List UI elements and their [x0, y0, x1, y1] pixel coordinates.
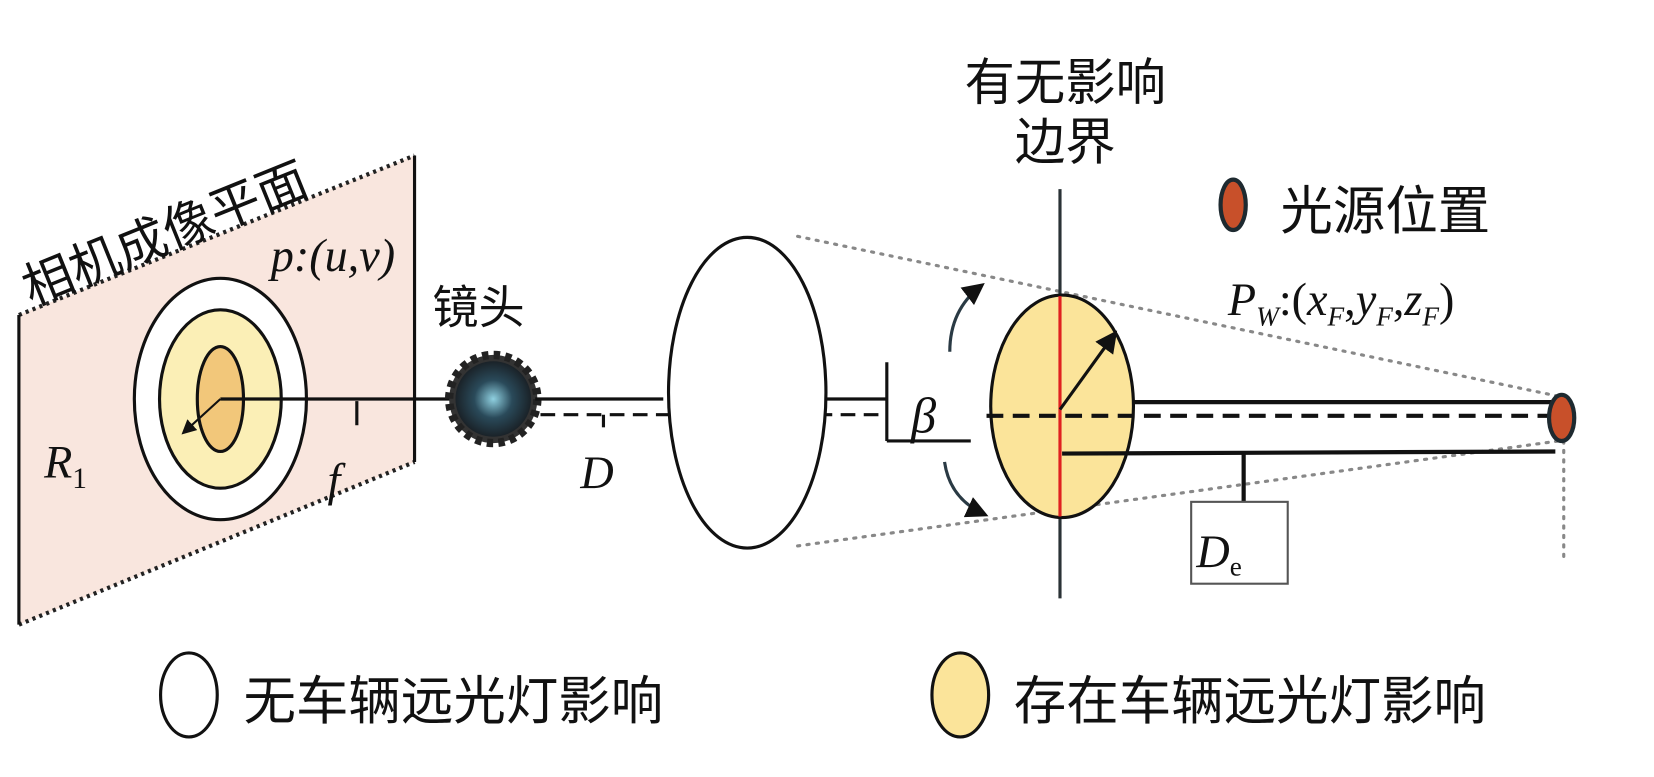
- no-influence-region: [666, 235, 828, 550]
- de-bracket-line: [1062, 449, 1556, 456]
- yellow-ellipse-icon: [930, 651, 991, 739]
- white-ellipse-icon: [158, 651, 219, 739]
- light-source-legend-icon: [1218, 177, 1248, 233]
- light-source-marker: [1546, 392, 1577, 444]
- radius-label: R1: [43, 437, 87, 495]
- light-source-label: 光源位置: [1280, 181, 1490, 242]
- boundary-label-line1: 有无影响: [965, 53, 1166, 112]
- boundary-label-line2: 边界: [1015, 113, 1116, 172]
- legend-item-influence: 存在车辆远光灯影响: [930, 651, 1486, 739]
- radius-arrow: [1058, 330, 1118, 411]
- pixel-point-label: p:(u,v): [268, 230, 395, 281]
- legend-label: 存在车辆远光灯影响: [1014, 671, 1486, 732]
- angle-bracket: [885, 282, 989, 518]
- de-label-box: [1190, 500, 1289, 585]
- lens-label: 镜头: [432, 280, 524, 334]
- legend-label: 无车辆远光灯影响: [243, 671, 663, 732]
- legend-item-no-influence: 无车辆远光灯影响: [158, 651, 663, 739]
- angle-label: β: [910, 388, 936, 444]
- beam-edge-bottom: [796, 439, 1561, 548]
- beam-edge-top: [796, 234, 1564, 399]
- lens-icon: [444, 350, 542, 448]
- world-point-label: PW:(xF,yF,zF): [1227, 274, 1455, 331]
- effective-distance-label: De: [1195, 526, 1241, 581]
- distance-label: D: [579, 447, 613, 498]
